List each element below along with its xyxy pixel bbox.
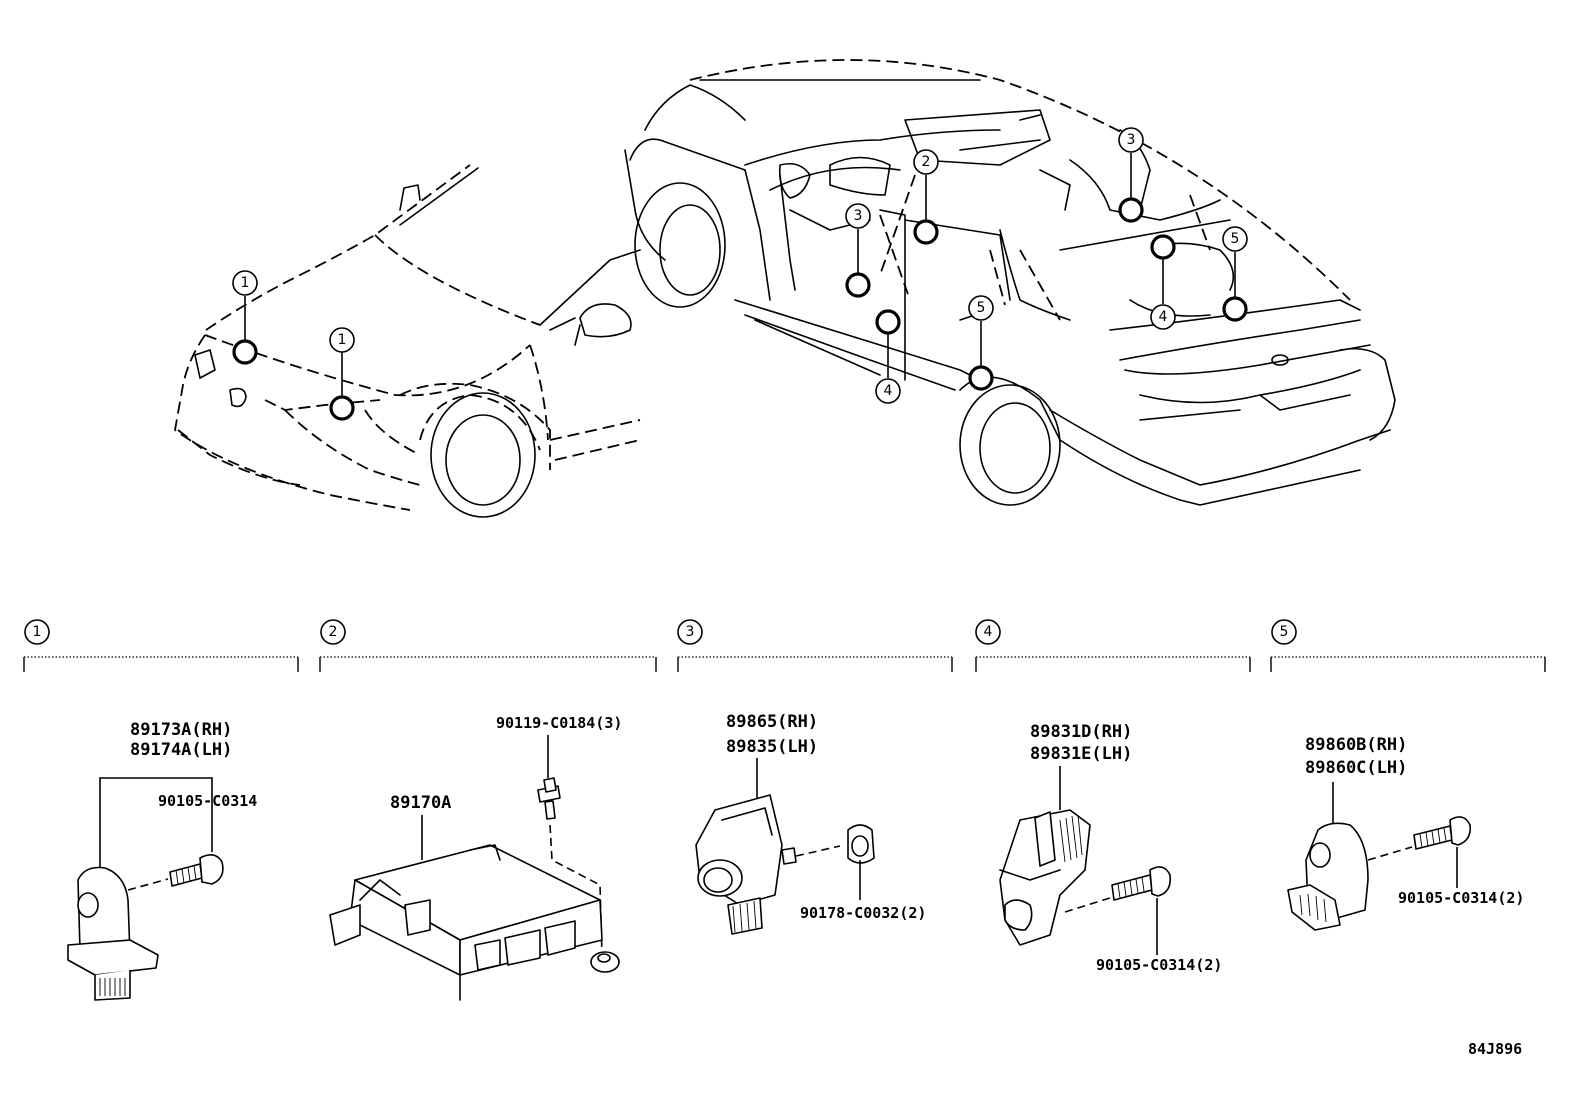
section-3-parts: 89865(RH) 89835(LH) 90178-C0032(2) [695, 712, 926, 935]
part-number-90119-C0184: 90119-C0184(3) [496, 714, 622, 732]
svg-text:3: 3 [686, 624, 695, 640]
diagram-code: 84J896 [1468, 1040, 1522, 1058]
section-1-parts: 89173A(RH) 89174A(LH) 90105-C0314 [67, 720, 257, 1001]
part-number-90105-C0314-section4: 90105-C0314(2) [1096, 956, 1222, 974]
part-number-89831D: 89831D(RH) [1030, 722, 1132, 742]
svg-text:1: 1 [338, 332, 347, 348]
part-number-89170A: 89170A [390, 793, 451, 813]
svg-text:1: 1 [33, 624, 42, 640]
svg-text:3: 3 [854, 208, 863, 224]
svg-text:2: 2 [329, 624, 338, 640]
part-number-89860B: 89860B(RH) [1305, 735, 1407, 755]
section-2-parts: 89170A 90119-C0184(3) [329, 714, 622, 1001]
svg-text:2: 2 [922, 154, 931, 170]
part-number-90105-C0314: 90105-C0314 [158, 792, 257, 810]
part-number-89831E: 89831E(LH) [1030, 744, 1132, 764]
callout-5-right: 5 [1222, 226, 1248, 252]
callout-1-front-right: 1 [329, 327, 355, 353]
callout-2-center: 2 [913, 149, 939, 175]
section-1-header: 1 [23, 619, 299, 672]
svg-text:5: 5 [977, 300, 986, 316]
callout-4-right: 4 [1150, 304, 1176, 330]
svg-text:5: 5 [1231, 231, 1240, 247]
section-3-header: 3 [677, 619, 953, 672]
callout-4-left: 4 [875, 378, 901, 404]
part-number-90178-C0032: 90178-C0032(2) [800, 904, 926, 922]
section-4-header: 4 [975, 619, 1251, 672]
callout-5-left: 5 [968, 295, 994, 321]
svg-text:3: 3 [1127, 132, 1136, 148]
part-number-89173A: 89173A(RH) [130, 720, 232, 740]
svg-text:4: 4 [1159, 309, 1168, 325]
callout-1-front-left: 1 [232, 270, 258, 296]
section-2-header: 2 [319, 619, 657, 672]
part-number-89860C: 89860C(LH) [1305, 758, 1407, 778]
section-5-header: 5 [1270, 619, 1546, 672]
svg-text:4: 4 [984, 624, 993, 640]
sedan-cutaway-illustration: 2 3 3 4 4 5 5 [624, 59, 1396, 506]
part-number-89865: 89865(RH) [726, 712, 818, 732]
part-number-90105-C0314-section5: 90105-C0314(2) [1398, 889, 1524, 907]
svg-text:1: 1 [241, 275, 250, 291]
section-4-parts: 89831D(RH) 89831E(LH) 90105-C0314(2) [999, 722, 1222, 974]
section-5-parts: 89860B(RH) 89860C(LH) 90105-C0314(2) [1287, 735, 1524, 931]
callout-3-rear-right: 3 [1118, 127, 1144, 153]
svg-text:5: 5 [1280, 624, 1289, 640]
part-number-89835: 89835(LH) [726, 737, 818, 757]
front-car-illustration: 1 1 [174, 164, 641, 518]
callout-3-front-left: 3 [845, 203, 871, 229]
svg-text:4: 4 [884, 383, 893, 399]
part-number-89174A: 89174A(LH) [130, 740, 232, 760]
